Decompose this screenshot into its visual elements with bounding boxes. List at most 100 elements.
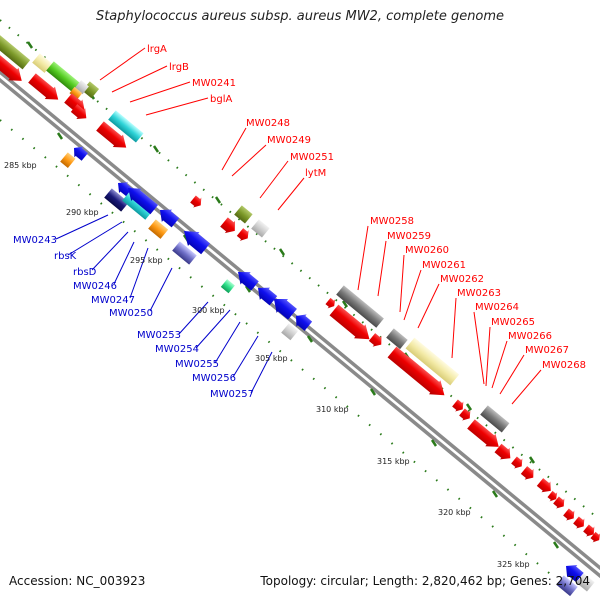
cog-block bbox=[104, 188, 129, 212]
forward-gene-arrow bbox=[190, 195, 202, 208]
gene-label-reverse: rbsK bbox=[54, 251, 77, 262]
label-leader bbox=[277, 177, 305, 211]
major-tick bbox=[552, 541, 560, 549]
kbp-label: 300 kbp bbox=[192, 306, 225, 315]
label-leader bbox=[111, 65, 168, 93]
cog-block bbox=[386, 328, 408, 350]
label-leader bbox=[195, 309, 231, 349]
cog-block bbox=[46, 61, 82, 94]
major-tick bbox=[528, 456, 536, 464]
label-leader bbox=[473, 311, 485, 385]
gene-label-reverse: MW0253 bbox=[137, 330, 181, 341]
label-leaders bbox=[55, 47, 542, 405]
reverse-gene-arrow bbox=[128, 188, 159, 215]
forward-gene-arrow bbox=[452, 399, 464, 412]
cog-block bbox=[556, 575, 578, 597]
cog-block bbox=[251, 219, 270, 238]
kbp-label: 325 kbp bbox=[497, 560, 530, 569]
genome-summary-text: Topology: circular; Length: 2,820,462 bp… bbox=[260, 574, 590, 588]
gene-label-forward: lytM bbox=[305, 168, 326, 179]
major-tick bbox=[430, 439, 438, 447]
label-leader bbox=[129, 81, 191, 103]
cog-block bbox=[172, 241, 197, 265]
forward-gene-arrow bbox=[583, 524, 595, 537]
feature-tracks bbox=[0, 33, 600, 597]
gene-label-forward: MW0265 bbox=[491, 317, 535, 328]
cog-block bbox=[69, 86, 83, 100]
gene-label-forward: MW0258 bbox=[370, 216, 414, 227]
gene-label-forward: MW0241 bbox=[192, 78, 236, 89]
forward-gene-arrow bbox=[459, 408, 471, 421]
label-leader bbox=[357, 225, 369, 291]
label-leader bbox=[499, 354, 525, 395]
label-leader bbox=[55, 214, 109, 240]
gene-label-reverse: MW0257 bbox=[210, 389, 254, 400]
forward-gene-arrow bbox=[467, 419, 499, 447]
accession-text: Accession: NC_003923 bbox=[9, 574, 146, 588]
reverse-gene-arrow bbox=[258, 287, 278, 306]
major-tick bbox=[244, 285, 252, 293]
gene-label-forward: lrgA bbox=[147, 44, 167, 55]
forward-gene-arrow bbox=[220, 217, 236, 234]
gene-label-forward: MW0251 bbox=[290, 152, 334, 163]
cog-block bbox=[148, 219, 169, 239]
cog-block bbox=[108, 110, 144, 143]
forward-gene-labels: lrgA lrgB MW0241 bglA MW0248 MW0249 MW02… bbox=[147, 44, 586, 371]
gene-label-reverse: MW0256 bbox=[192, 373, 236, 384]
cog-block bbox=[281, 323, 299, 341]
forward-gene-arrow bbox=[511, 456, 523, 469]
label-leader bbox=[485, 326, 491, 387]
cog-block bbox=[336, 285, 384, 328]
label-leader bbox=[250, 351, 273, 394]
forward-gene-arrow bbox=[236, 228, 249, 241]
genome-title: Staphylococcus aureus subsp. aureus MW2,… bbox=[95, 9, 505, 24]
label-leader bbox=[214, 321, 241, 364]
label-leader bbox=[129, 247, 149, 299]
cog-block bbox=[220, 279, 235, 294]
forward-gene-arrow bbox=[573, 516, 585, 529]
cog-block bbox=[0, 33, 31, 70]
label-leader bbox=[99, 47, 146, 81]
forward-gene-arrow bbox=[536, 478, 551, 493]
gene-label-forward: lrgB bbox=[169, 62, 189, 73]
gene-label-reverse: MW0250 bbox=[109, 308, 153, 319]
forward-gene-arrow bbox=[387, 346, 445, 396]
cog-block bbox=[480, 405, 510, 433]
forward-gene-arrow bbox=[368, 333, 382, 347]
label-leader bbox=[178, 301, 209, 335]
gene-label-forward: MW0249 bbox=[267, 135, 311, 146]
label-leader bbox=[417, 283, 440, 329]
label-leader bbox=[149, 267, 173, 312]
label-leader bbox=[221, 127, 247, 171]
label-leader bbox=[511, 369, 542, 405]
major-tick bbox=[465, 403, 473, 411]
kbp-label: 320 kbp bbox=[438, 508, 471, 517]
reverse-gene-arrow bbox=[296, 314, 313, 331]
kbp-label: 295 kbp bbox=[130, 256, 163, 265]
reverse-gene-arrow bbox=[184, 231, 211, 255]
gene-label-forward: MW0261 bbox=[422, 260, 466, 271]
gene-label-forward: MW0266 bbox=[508, 331, 552, 342]
gene-label-forward: MW0267 bbox=[525, 345, 569, 356]
major-tick bbox=[369, 388, 377, 396]
major-tick bbox=[26, 41, 34, 49]
label-leader bbox=[67, 221, 123, 256]
reverse-gene-arrow bbox=[566, 564, 584, 583]
label-leader bbox=[399, 254, 405, 313]
forward-gene-arrow bbox=[0, 53, 22, 81]
gene-label-forward: MW0264 bbox=[475, 302, 519, 313]
forward-gene-arrow bbox=[70, 104, 87, 120]
cog-block bbox=[122, 191, 153, 220]
forward-gene-arrow bbox=[494, 443, 511, 460]
major-tick bbox=[278, 248, 286, 256]
kbp-label: 290 kbp bbox=[66, 208, 99, 217]
gene-label-forward: bglA bbox=[210, 94, 232, 105]
forward-gene-arrow bbox=[96, 121, 127, 148]
major-tick bbox=[491, 490, 499, 498]
cog-block bbox=[576, 573, 595, 592]
forward-gene-arrow bbox=[325, 297, 336, 309]
major-tick bbox=[214, 196, 222, 204]
gene-label-forward: MW0260 bbox=[405, 245, 449, 256]
forward-gene-arrow bbox=[590, 531, 600, 543]
gene-label-reverse: MW0254 bbox=[155, 344, 199, 355]
